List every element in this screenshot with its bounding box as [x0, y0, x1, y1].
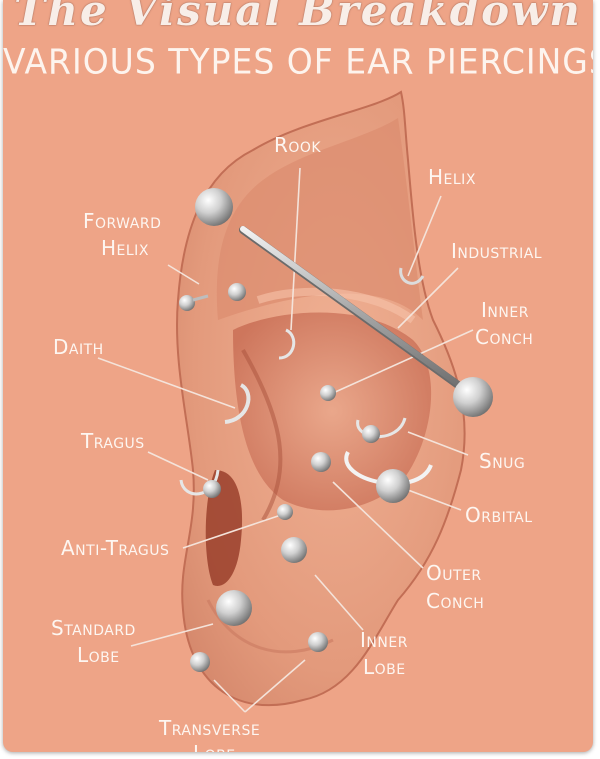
antihelix-shadow [241, 349, 283, 522]
tragus-ball [203, 480, 221, 498]
helix-fold [216, 118, 423, 320]
page-title: The Visual Breakdown [14, 0, 582, 35]
page-subtitle: VARIOUS TYPES OF EAR PIERCINGS [3, 41, 593, 82]
ear-canal [205, 470, 243, 586]
label-transverse-lobe-2: Lobe [193, 740, 236, 752]
anti-tragus-stud [277, 504, 293, 520]
inner-lobe-stud [281, 537, 307, 563]
transverse-lobe-ball-1 [190, 652, 210, 672]
label-rook: Rook [274, 133, 322, 157]
rook-ring [278, 328, 296, 360]
label-tragus: Tragus [81, 429, 145, 453]
label-outer-conch-2: Conch [426, 589, 485, 613]
tragus-ring [179, 469, 220, 496]
orbital-ball [376, 469, 410, 503]
label-inner-conch-1: Inner [481, 298, 529, 322]
daith-ring [224, 383, 251, 424]
label-anti-tragus: Anti-Tragus [61, 536, 170, 560]
label-orbital: Orbital [465, 503, 533, 527]
infographic-frame: The Visual Breakdown VARIOUS TYPES OF EA… [3, 0, 593, 752]
label-industrial: Industrial [451, 239, 543, 263]
forward-helix-stud-1 [179, 295, 195, 311]
transverse-lobe-ball-2 [308, 632, 328, 652]
snug-ball [362, 425, 380, 443]
label-inner-conch-2: Conch [475, 325, 534, 349]
standard-lobe-stud [216, 590, 252, 626]
label-forward-helix-2: Helix [101, 236, 149, 260]
label-standard-lobe-1: Standard [51, 616, 136, 640]
outer-conch-stud [311, 452, 331, 472]
label-inner-lobe-2: Lobe [363, 655, 406, 679]
label-transverse-lobe-1: Transverse [159, 716, 261, 740]
label-standard-lobe-2: Lobe [77, 643, 120, 667]
label-daith: Daith [53, 335, 104, 359]
label-inner-lobe-1: Inner [360, 628, 408, 652]
label-helix: Helix [428, 165, 476, 189]
leader-lines [97, 167, 474, 713]
forward-helix-stud-2 [228, 283, 246, 301]
inner-conch-stud [320, 385, 336, 401]
label-forward-helix-1: Forward [83, 209, 162, 233]
label-outer-conch-1: Outer [426, 561, 482, 585]
ear-illustration [97, 90, 493, 713]
conch-bowl [233, 312, 432, 511]
helix-ring [399, 267, 425, 285]
industrial-barbell [195, 188, 493, 417]
label-snug: Snug [479, 449, 526, 473]
